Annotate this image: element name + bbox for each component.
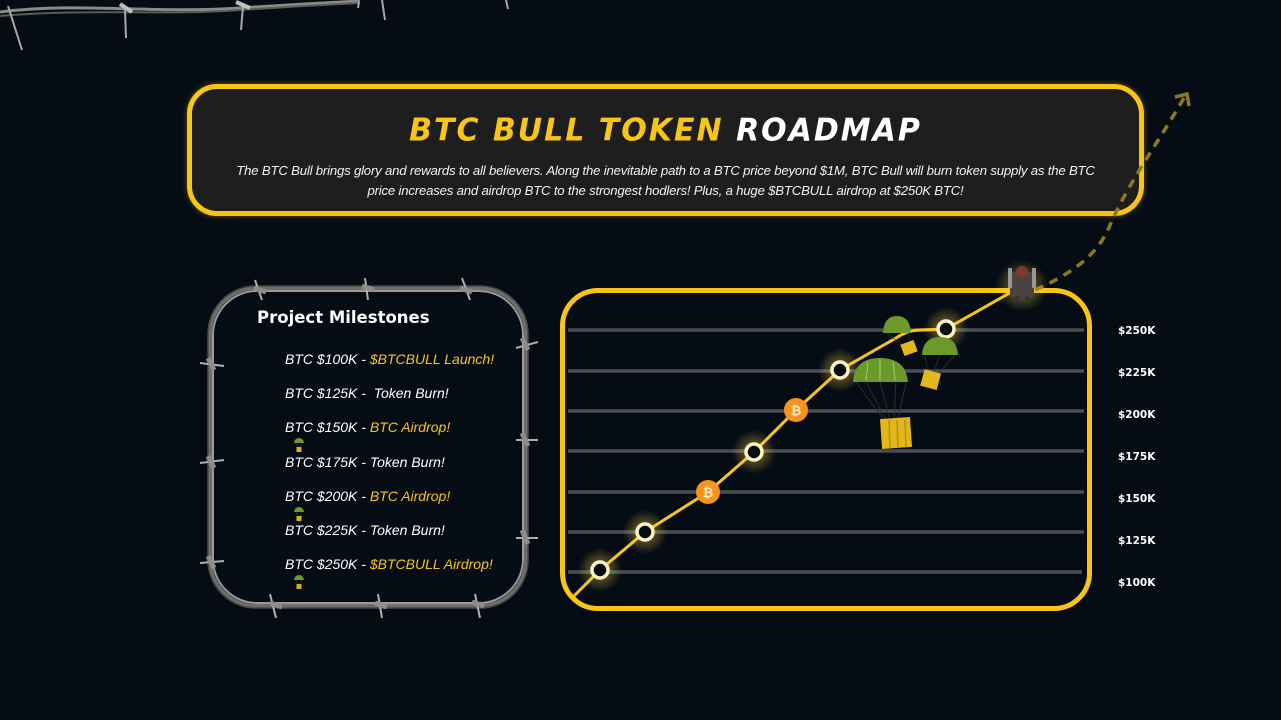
milestone-price: BTC $150K - [285, 419, 370, 436]
milestones-title: Project Milestones [257, 308, 430, 327]
milestone-event: BTC Airdrop! [369, 419, 451, 436]
milestone-price: BTC $225K - [285, 521, 370, 538]
title-highlight: BTC BULL TOKEN [409, 112, 724, 149]
milestone-event: Token Burn! [373, 385, 449, 402]
milestone-item: BTC $100K - $BTCBULL Launch! [262, 351, 494, 385]
orange-dot-icon [262, 387, 274, 399]
barbed-wire-decoration [0, 0, 509, 51]
milestones-list: BTC $100K - $BTCBULL Launch! BTC $125K -… [262, 351, 494, 590]
y-axis-label: $200K [1118, 409, 1156, 421]
parachute-icon [262, 558, 305, 590]
yellow-dot-icon [262, 353, 274, 365]
roadmap-header: BTC BULL TOKEN ROADMAP The BTC Bull brin… [187, 84, 1144, 216]
barbed-wire-frame [200, 278, 538, 618]
y-axis-label: $125K [1118, 535, 1156, 547]
milestone-item: BTC $175K - Token Burn! [262, 454, 494, 488]
parachute-icon [262, 490, 305, 521]
milestone-item: BTC $150K - BTC Airdrop! [262, 419, 494, 453]
orange-dot-icon [262, 456, 274, 468]
parachute-icon [262, 421, 305, 453]
title-suffix: ROADMAP [736, 112, 922, 149]
milestone-item: BTC $125K - Token Burn! [262, 385, 494, 419]
milestone-price: BTC $250K - [285, 556, 370, 573]
y-axis-label: $225K [1118, 367, 1156, 379]
milestone-item: BTC $200K - BTC Airdrop! [262, 488, 494, 522]
milestone-price: BTC $175K - [285, 453, 370, 470]
milestone-price: BTC $200K - [285, 487, 370, 504]
milestone-price: BTC $100K - [285, 351, 370, 367]
milestone-event: $BTCBULL Airdrop! [369, 556, 493, 573]
milestone-event: Token Burn! [369, 453, 445, 470]
y-axis-label: $150K [1118, 493, 1156, 505]
milestone-price: BTC $125K - [285, 385, 374, 402]
milestone-event: $BTCBULL Launch! [369, 351, 495, 367]
y-axis-label: $100K [1118, 577, 1156, 589]
milestone-event: Token Burn! [369, 521, 445, 538]
y-axis-label: $250K [1118, 325, 1156, 337]
milestone-item: BTC $225K - Token Burn! [262, 522, 494, 556]
page-title: BTC BULL TOKEN ROADMAP [192, 112, 1139, 150]
milestone-item: BTC $250K - $BTCBULL Airdrop! [262, 556, 494, 590]
roadmap-chart [560, 288, 1092, 611]
orange-dot-icon [262, 524, 274, 536]
roadmap-description: The BTC Bull brings glory and rewards to… [236, 163, 1095, 198]
milestone-event: BTC Airdrop! [369, 487, 451, 504]
y-axis-label: $175K [1118, 451, 1156, 463]
milestones-panel: Project Milestones BTC $100K - $BTCBULL … [200, 278, 538, 618]
